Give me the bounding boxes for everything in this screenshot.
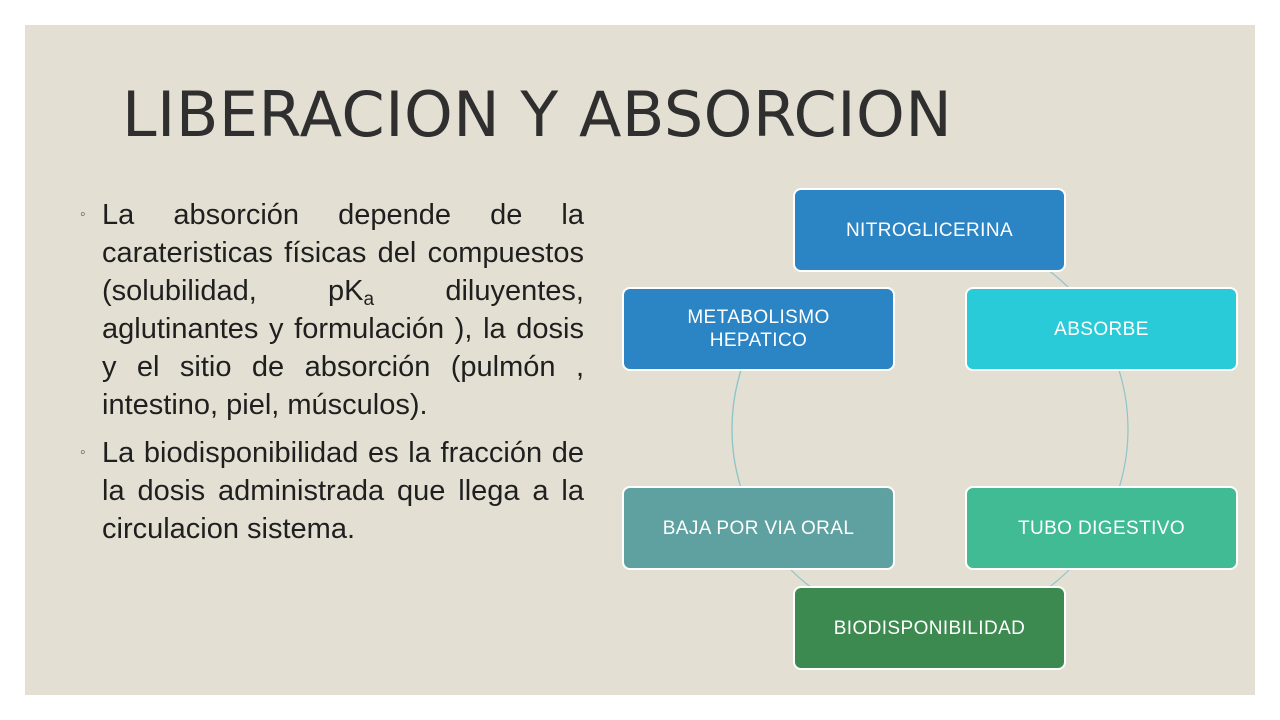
cycle-node-biodisponibilidad: BIODISPONIBILIDAD — [793, 586, 1066, 670]
slide-title: LIBERACION Y ABSORCION — [122, 78, 953, 151]
cycle-node-tubo-digestivo: TUBO DIGESTIVO — [965, 486, 1238, 570]
bullet-list: ◦ La absorción depende de la carateristi… — [78, 196, 584, 558]
bullet-text: La biodisponibilidad es la fracción de l… — [102, 437, 584, 545]
bullet-item-absorption: ◦ La absorción depende de la carateristi… — [78, 196, 584, 424]
cycle-arc-1 — [1113, 361, 1129, 504]
bullet-marker-icon: ◦ — [80, 206, 86, 223]
bullet-marker-icon: ◦ — [80, 444, 86, 461]
bullet-item-bioavailability: ◦ La biodisponibilidad es la fracción de… — [78, 434, 584, 548]
cycle-node-absorbe: ABSORBE — [965, 287, 1238, 371]
cycle-node-metabolismo-hepatico: METABOLISMO HEPATICO — [622, 287, 895, 371]
cycle-node-nitroglicerina: NITROGLICERINA — [793, 188, 1066, 272]
cycle-arc-5 — [731, 357, 746, 501]
cycle-node-baja-por-via-oral: BAJA POR VIA ORAL — [622, 486, 895, 570]
subscript-text: a — [363, 289, 375, 310]
bullet-text: La absorción depende de la carateristica… — [102, 199, 584, 421]
